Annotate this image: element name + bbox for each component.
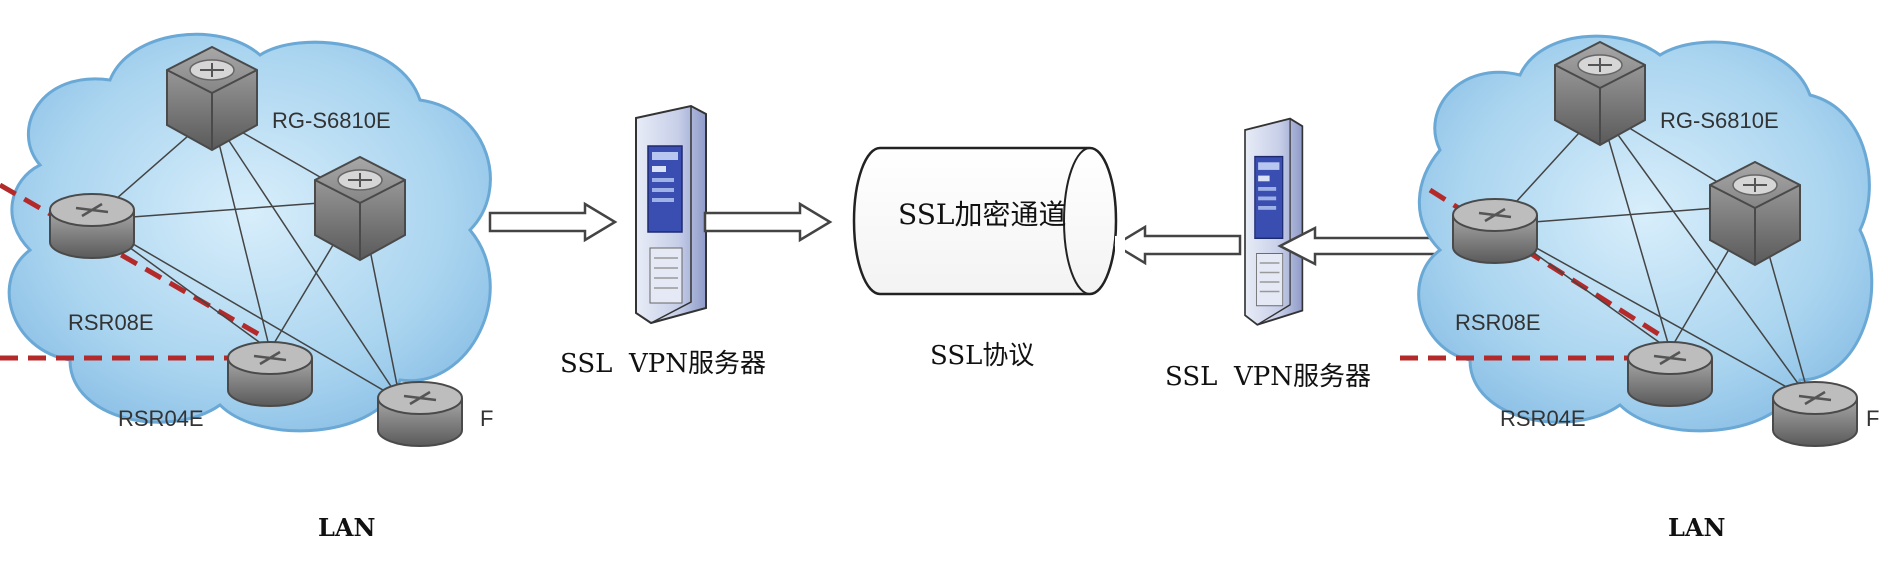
ssl-tunnel: SSL加密通道 <box>852 146 1118 296</box>
left-router-c-icon <box>376 380 464 448</box>
right-lan-cloud <box>1417 34 1874 433</box>
arrow-left-server-to-tunnel <box>703 202 832 242</box>
right-router-a-icon <box>1451 197 1539 265</box>
right-server-label: SSL VPN服务器 <box>1165 362 1371 392</box>
left-core-switch-label: RG-S6810E <box>272 108 391 133</box>
arrow-right-server-shaft-ext <box>1115 236 1125 254</box>
right-router-b-label: RSR04E <box>1500 406 1586 431</box>
left-router-a-label: RSR08E <box>68 310 154 335</box>
right-router-a-label: RSR08E <box>1455 310 1541 335</box>
left-router-b-label: RSR04E <box>118 406 204 431</box>
left-lan-cloud <box>7 32 492 433</box>
right-router-c-icon <box>1771 380 1859 448</box>
left-lan-caption: LAN <box>318 513 375 542</box>
left-router-a-icon <box>48 192 136 260</box>
right-router-c-label: F <box>1866 406 1879 431</box>
arrow-right-server-to-tunnel <box>1113 225 1242 265</box>
right-router-b-icon <box>1626 340 1714 408</box>
left-dashed-link-upper <box>0 182 262 338</box>
arrow-lan-to-right-server <box>1277 225 1452 267</box>
tunnel-label: SSL加密通道 <box>898 198 1066 231</box>
left-router-b-icon <box>226 340 314 408</box>
arrow-lan-to-left-server <box>488 202 617 242</box>
left-lan: RG-S6810E RSR08E RSR04E F LAN <box>0 32 493 542</box>
right-vpn-server-icon <box>1244 117 1304 326</box>
left-vpn-server-icon <box>635 105 707 324</box>
left-server-label: SSL VPN服务器 <box>560 349 766 379</box>
protocol-label: SSL协议 <box>930 341 1034 371</box>
right-lan-caption: LAN <box>1668 513 1725 542</box>
right-lan: RG-S6810E RSR08E RSR04E F LAN <box>1400 34 1879 542</box>
left-router-c-label: F <box>480 406 493 431</box>
right-core-switch-label: RG-S6810E <box>1660 108 1779 133</box>
